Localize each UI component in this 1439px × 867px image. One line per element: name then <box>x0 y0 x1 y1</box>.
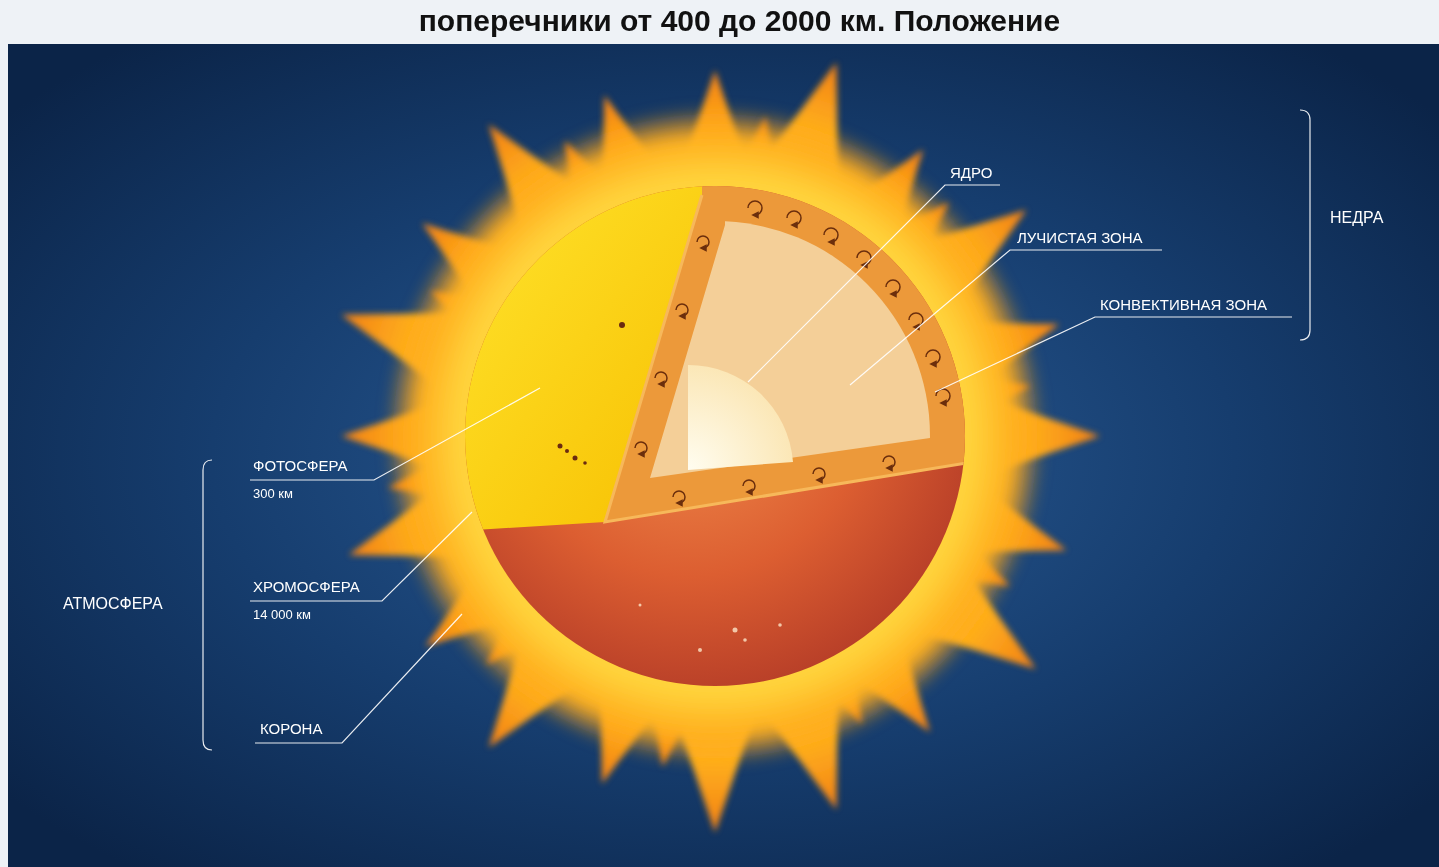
part-label: КОНВЕКТИВНАЯ ЗОНА <box>1100 296 1267 313</box>
leader-lines <box>748 185 1000 382</box>
sunspots <box>558 322 626 465</box>
convection-arrows <box>813 468 825 480</box>
sun-cutaway <box>440 150 985 532</box>
core <box>688 365 793 470</box>
sunspots <box>558 444 563 449</box>
convection-arrows <box>886 280 900 294</box>
leader-lines <box>255 614 462 743</box>
convective-zone <box>605 150 985 522</box>
convection-arrows <box>926 350 940 364</box>
sunspots <box>583 461 587 465</box>
faculae <box>639 604 782 653</box>
convection-arrows <box>697 236 709 248</box>
convection-arrows <box>748 201 762 215</box>
convection-arrows <box>883 456 895 468</box>
background-panel <box>8 44 1439 867</box>
part-label: ХРОМОСФЕРА <box>253 578 360 595</box>
convection-arrows <box>787 211 801 225</box>
sunspots <box>565 449 569 453</box>
part-label: ЯДРО <box>950 164 992 181</box>
brackets <box>203 110 1310 750</box>
convection-arrows <box>857 251 871 265</box>
convection-arrows <box>635 201 950 503</box>
dimension-label: 14 000 км <box>253 608 311 623</box>
faculae <box>778 623 782 627</box>
convection-arrows <box>676 304 688 316</box>
convection-arrows <box>824 228 838 242</box>
leader-lines <box>250 512 472 601</box>
convection-arrows <box>635 442 647 454</box>
slide-text: поперечники от 400 до 2000 км. Положение <box>20 4 1439 39</box>
part-label: ФОТОСФЕРА <box>253 457 347 474</box>
sunspots <box>573 456 578 461</box>
faculae <box>639 604 642 607</box>
brackets <box>1300 110 1310 340</box>
group-label: НЕДРА <box>1330 209 1383 227</box>
faculae <box>733 628 738 633</box>
dimension-label: 300 км <box>253 487 293 502</box>
leader-lines <box>250 185 1292 743</box>
brackets <box>203 460 212 750</box>
part-label: ЛУЧИСТАЯ ЗОНА <box>1017 229 1143 246</box>
faculae <box>698 648 702 652</box>
group-label: АТМОСФЕРА <box>63 595 163 613</box>
leader-lines <box>250 388 540 480</box>
sunspots <box>619 322 625 328</box>
leader-lines <box>935 317 1292 392</box>
faculae <box>743 638 747 642</box>
convection-arrows <box>673 491 685 503</box>
part-label: КОРОНА <box>260 720 322 737</box>
corona-glow <box>385 106 1045 766</box>
corona-spikes <box>327 48 1100 833</box>
convection-arrows <box>743 480 755 492</box>
convection-arrows <box>655 372 667 384</box>
